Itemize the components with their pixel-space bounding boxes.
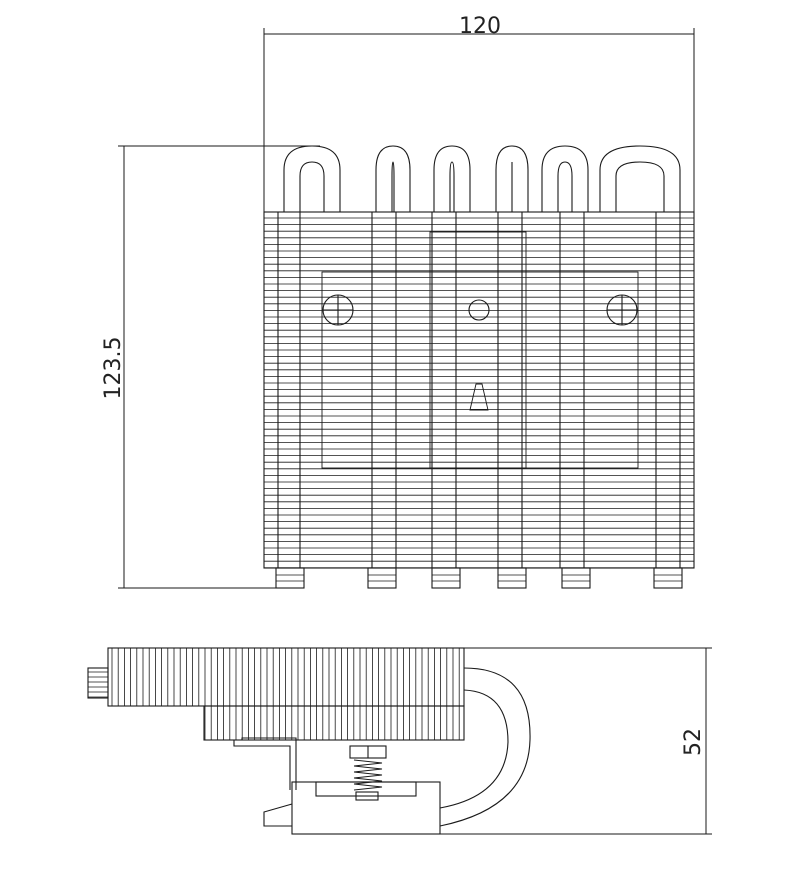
mounting-bracket-inner (241, 737, 297, 790)
pipe-end-cap (561, 567, 591, 589)
heat-pipe-loop-inner (615, 161, 665, 212)
pipe-end-cap (653, 567, 683, 589)
side-base-clip (263, 803, 293, 827)
spring-coil (353, 777, 383, 785)
pipe-end-cap (431, 567, 461, 589)
dimension-width-label: 120 (459, 14, 501, 39)
heat-pipe-loop-inner (391, 161, 395, 212)
heat-pipe-loop (599, 145, 681, 212)
heat-pipe-loop (433, 145, 471, 212)
mounting-bracket (233, 740, 291, 790)
side-base-block (291, 781, 441, 835)
side-heat-pipe (439, 667, 531, 827)
pipe-end-cap (497, 567, 527, 589)
center-wedge (469, 383, 489, 411)
center-hole (468, 299, 490, 321)
screw-nut (355, 791, 379, 801)
heat-pipe-loop (283, 145, 341, 212)
side-threaded-post (87, 667, 109, 699)
side-heat-pipe-inner (439, 689, 509, 809)
spring-coil (353, 765, 383, 773)
pipe-end-cap (367, 567, 397, 589)
spring-coil (353, 783, 383, 791)
heat-pipe-loop-inner (557, 161, 573, 212)
heat-pipe-loop-inner (299, 161, 325, 212)
heat-pipe-loop (541, 145, 589, 212)
heat-pipe-loop-inner (449, 161, 455, 212)
heat-pipe-loop (495, 145, 529, 212)
dimension-lines (118, 28, 712, 835)
dimension-height-label: 123.5 (101, 337, 126, 400)
spring-coil (353, 759, 383, 767)
pipe-end-cap (275, 567, 305, 589)
side-base-plate (315, 781, 417, 797)
side-view (87, 647, 531, 835)
front-view (263, 145, 695, 589)
side-fin-stack-lower (203, 705, 465, 741)
heat-pipe-loop (375, 145, 411, 212)
dimension-depth-label: 52 (681, 728, 706, 756)
center-block (429, 231, 527, 469)
spring-coil (353, 771, 383, 779)
